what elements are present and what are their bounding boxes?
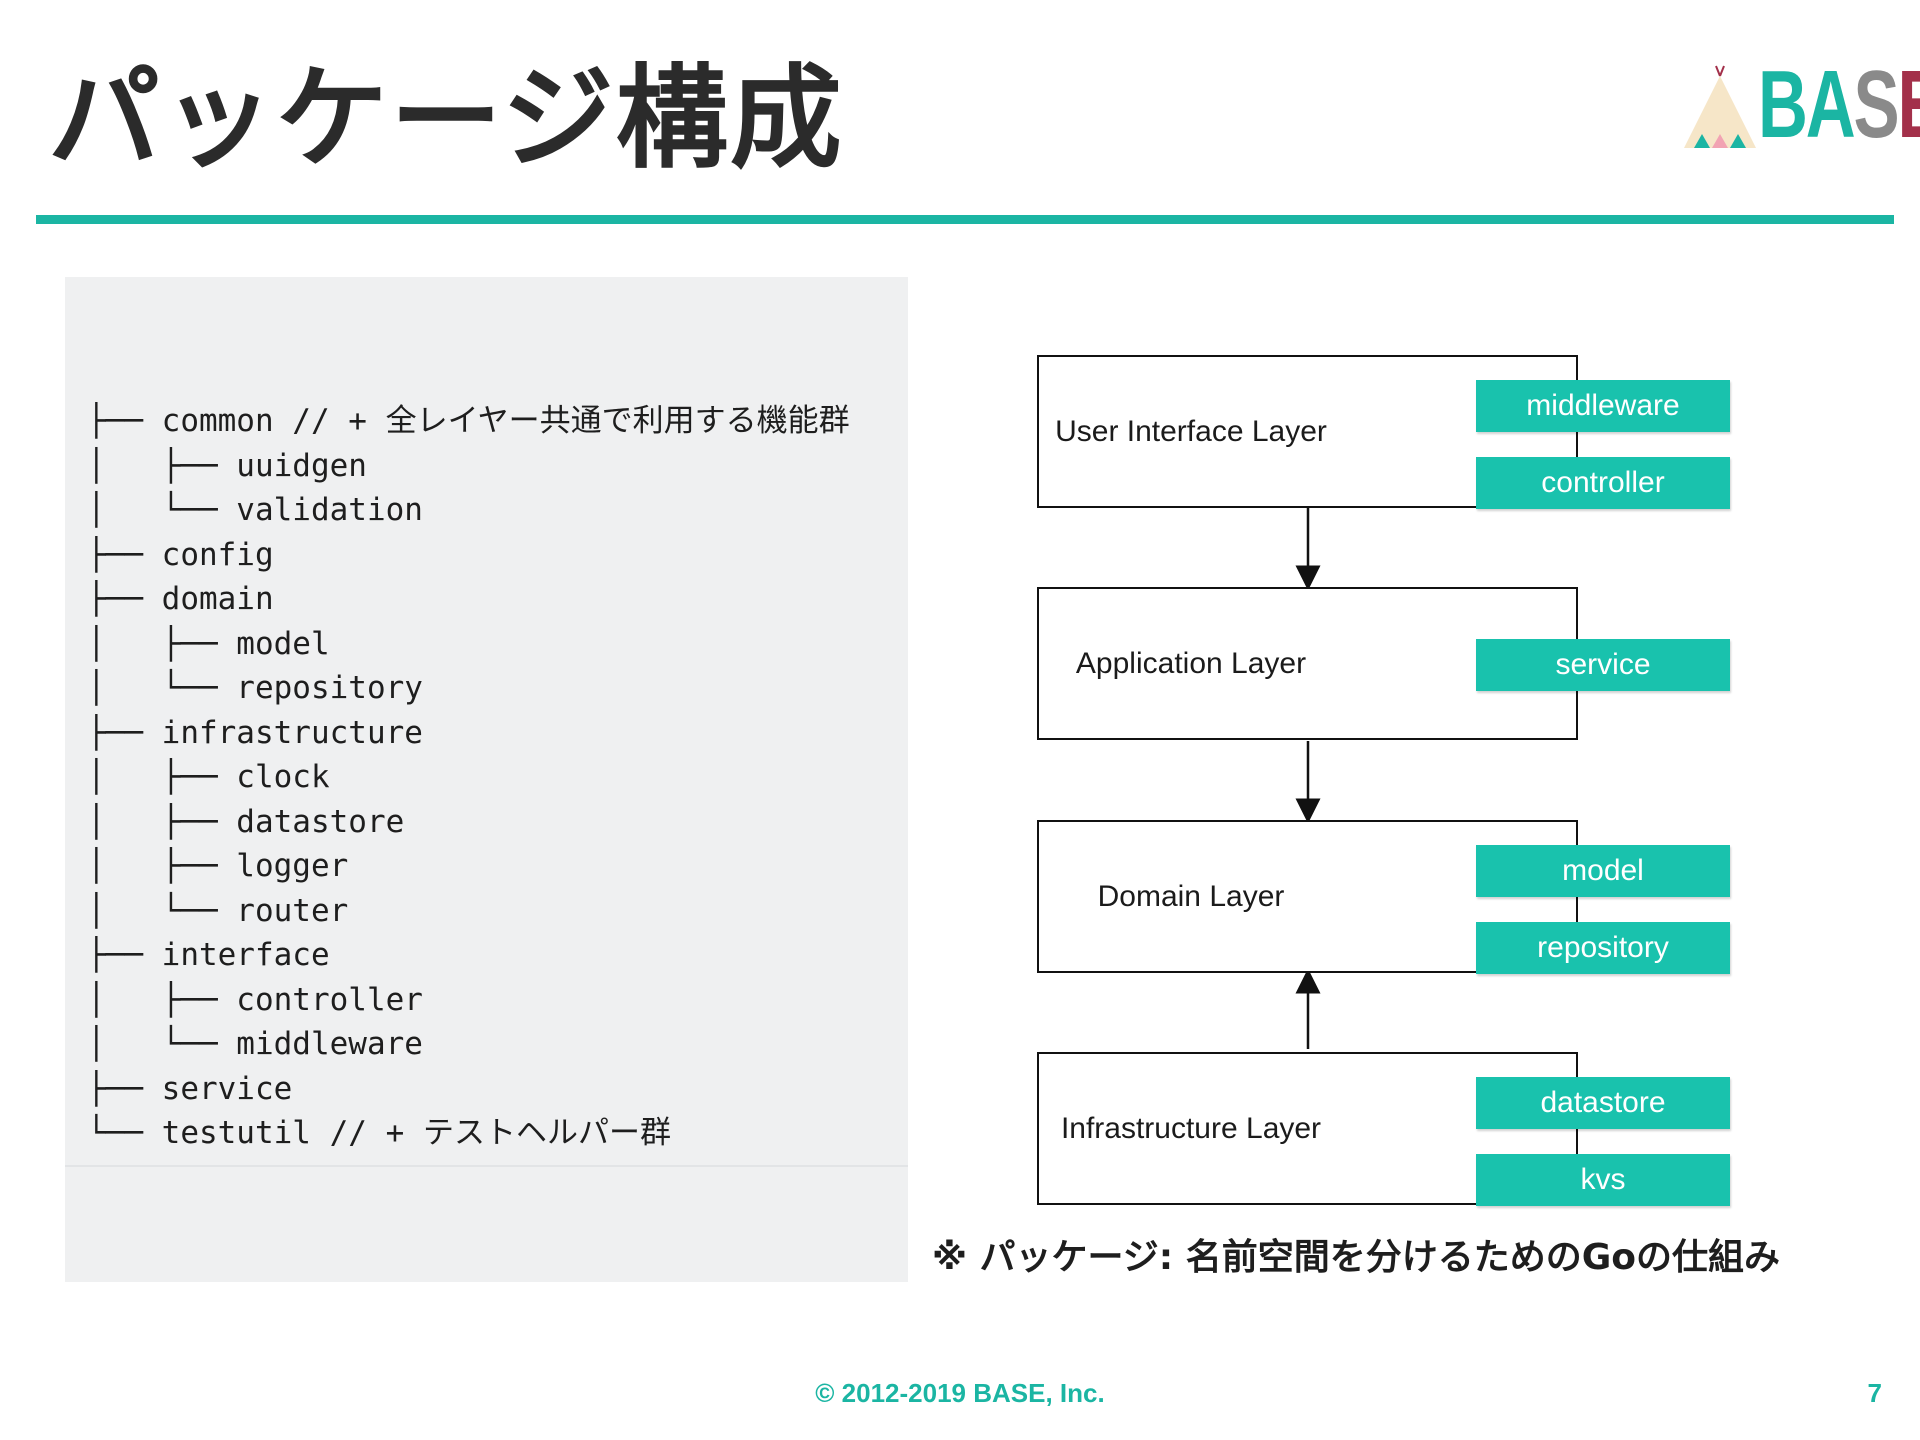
- tree-line: │ ├── logger: [87, 848, 349, 884]
- tree-line: ├── service: [87, 1070, 293, 1107]
- package-badge: repository: [1476, 922, 1730, 974]
- package-note: ※ パッケージ: 名前空間を分けるためのGoの仕組み: [932, 1237, 1781, 1278]
- tree-line: ├── config: [87, 536, 274, 573]
- copyright: © 2012-2019 BASE, Inc.: [815, 1378, 1105, 1408]
- slide-title: パッケージ構成: [48, 54, 844, 184]
- package-tree: ├── common // + 全レイヤー共通で利用する機能群 │ ├── uu…: [87, 399, 850, 1156]
- package-badge: service: [1476, 639, 1730, 691]
- package-badge: kvs: [1476, 1154, 1730, 1206]
- tree-line: │ └── middleware: [87, 1026, 423, 1062]
- package-badge: middleware: [1476, 380, 1730, 432]
- package-badge: controller: [1476, 457, 1730, 509]
- tree-line: └── testutil // + テストヘルパー群: [87, 1115, 671, 1151]
- tree-line: ├── common // + 全レイヤー共通で利用する機能群: [87, 403, 850, 439]
- base-logo: BASE: [1680, 52, 1920, 158]
- tree-line: ├── infrastructure: [87, 714, 423, 751]
- tree-line: ├── interface: [87, 937, 330, 973]
- tree-line: ├── domain: [87, 581, 274, 617]
- package-badge: model: [1476, 845, 1730, 897]
- page-number: 7: [1867, 1378, 1882, 1408]
- tree-line: │ ├── datastore: [87, 803, 405, 840]
- tree-line: │ ├── model: [87, 625, 330, 662]
- tree-line: │ ├── controller: [87, 981, 423, 1018]
- tree-line: │ └── router: [87, 892, 349, 929]
- tree-line: │ ├── clock: [87, 759, 330, 795]
- package-badge: datastore: [1476, 1077, 1730, 1129]
- tent-logo-icon: [1684, 65, 1756, 148]
- logo-wordmark: BASE: [1758, 51, 1920, 158]
- tree-line: │ └── validation: [87, 492, 423, 528]
- layer-label: User Interface Layer: [1055, 414, 1327, 448]
- layer-label: Domain Layer: [1097, 879, 1285, 913]
- tree-line: │ └── repository: [87, 670, 423, 706]
- layer-label: Application Layer: [1075, 646, 1307, 680]
- title-divider: [36, 215, 1894, 224]
- panel-divider: [65, 1165, 908, 1167]
- layer-label: Infrastructure Layer: [1060, 1111, 1322, 1145]
- tree-line: │ ├── uuidgen: [87, 447, 367, 484]
- package-tree-panel: ├── common // + 全レイヤー共通で利用する機能群 │ ├── uu…: [65, 277, 908, 1282]
